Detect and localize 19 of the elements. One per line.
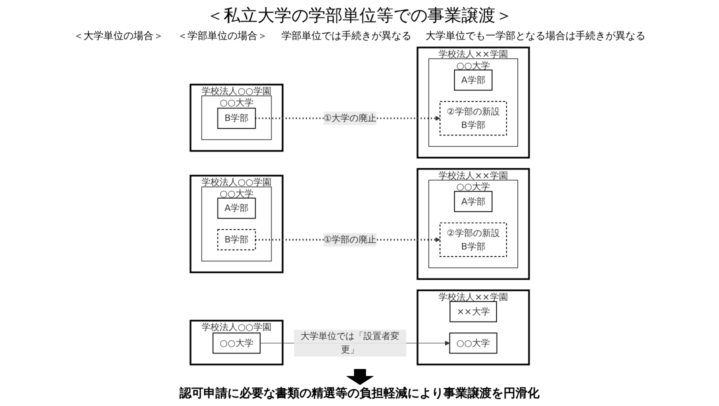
- node-box: ②学部の新設 B学部: [439, 222, 507, 257]
- node-box: A学部: [454, 70, 492, 91]
- node-box: ××大学: [449, 301, 497, 322]
- node-box: B学部: [217, 229, 256, 250]
- node-box: ②学部の新設 B学部: [439, 101, 507, 136]
- diagram-title: ＜私立大学の学部単位等での事業譲渡＞: [206, 5, 512, 27]
- edge-label: ①学部の廃止: [323, 234, 376, 245]
- note-text: 学部単位では手続きが異なる: [282, 30, 412, 43]
- section-heading: ＜学部単位の場合＞: [178, 30, 268, 43]
- node-box: A学部: [217, 198, 256, 219]
- node-box: A学部: [454, 190, 492, 212]
- edge-label: 大学単位では「設置者変更」: [300, 330, 400, 355]
- node-box: B学部: [217, 108, 256, 129]
- note-text: 大学単位でも一学部となる場合は手続きが異なる: [426, 30, 646, 43]
- node-box: ○○大学: [449, 332, 498, 354]
- edge-label: ①大学の廃止: [323, 112, 376, 124]
- section-heading: ＜大学単位の場合＞: [74, 30, 164, 43]
- node-box: ○○大学: [212, 332, 260, 354]
- conclusion-text: 認可申請に必要な書類の精選等の負担軽減により事業譲渡を円滑化: [180, 385, 540, 402]
